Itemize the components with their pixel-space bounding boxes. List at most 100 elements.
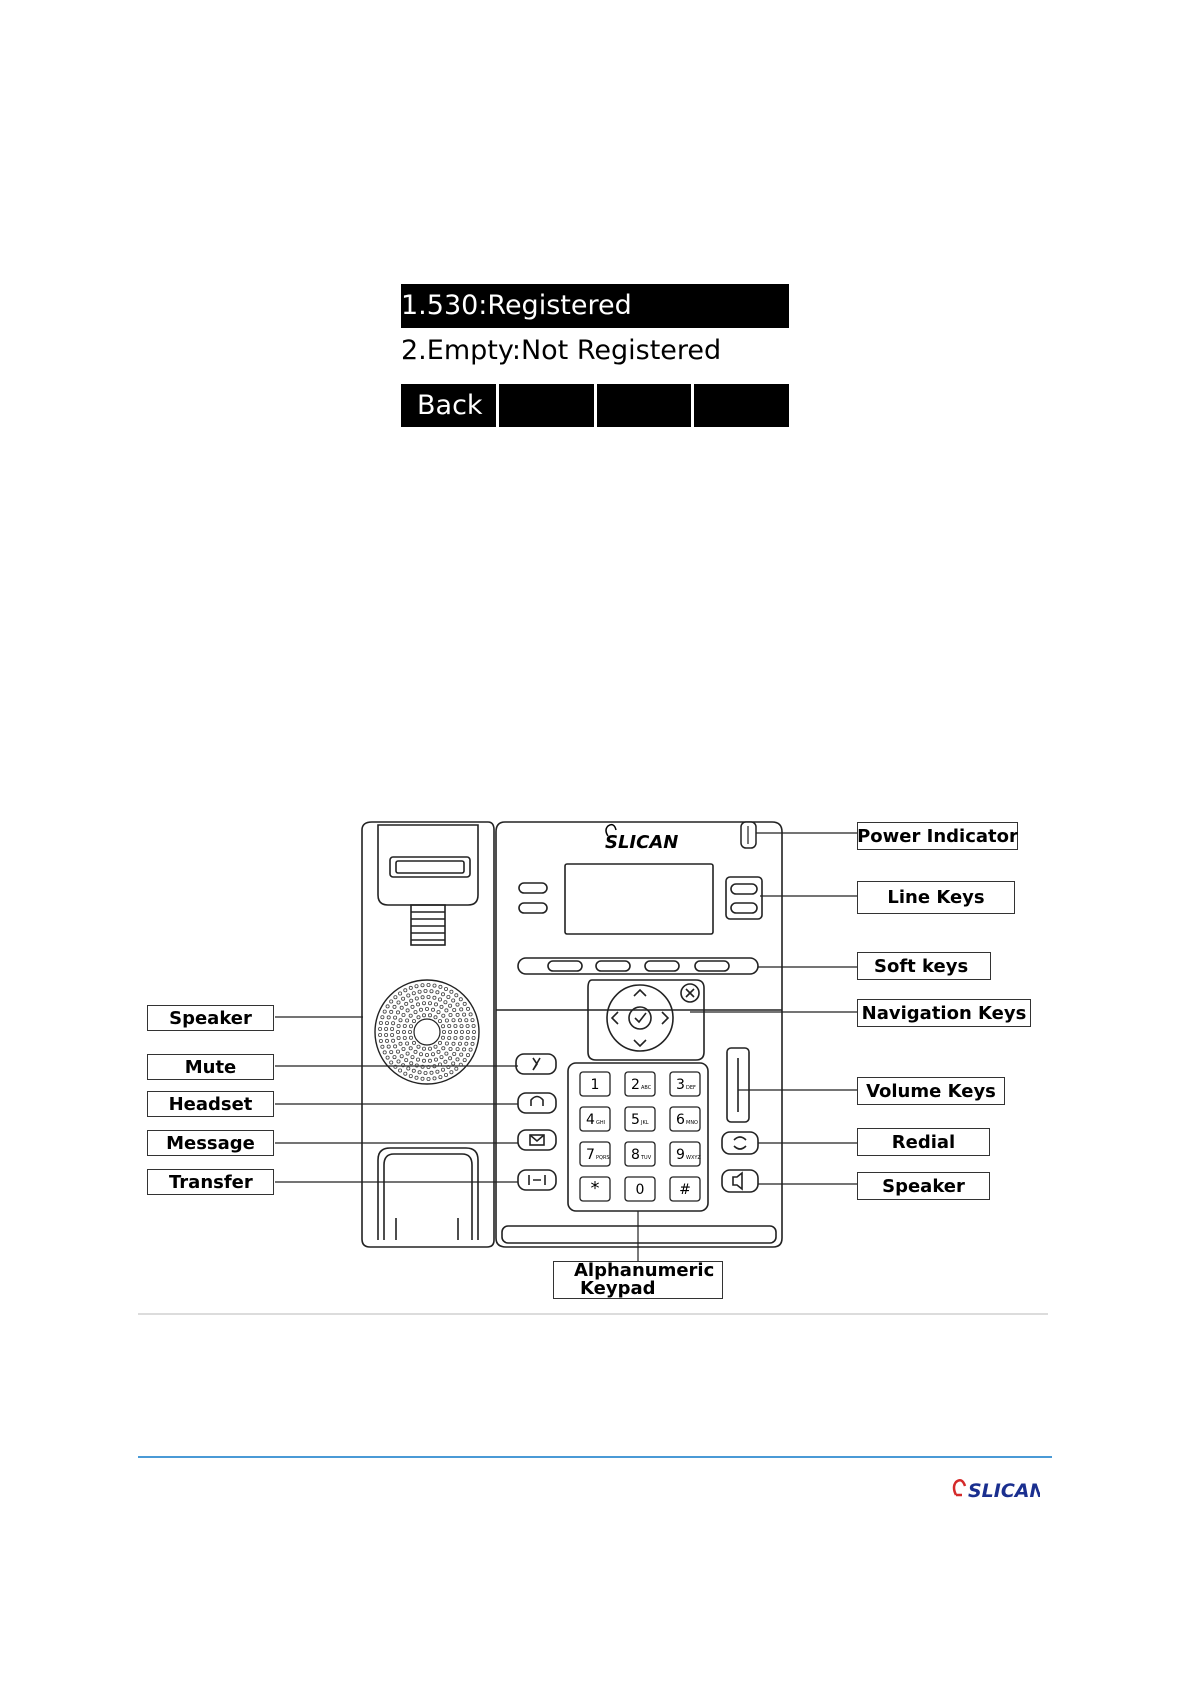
keypad-key-0[interactable]: 0 [625,1177,655,1201]
content-divider [138,1313,1048,1315]
speaker-grille-hole [419,1053,422,1056]
phone-lcd [565,864,713,934]
speaker-grille-hole [445,1042,448,1045]
speaker-grille-hole [416,1003,419,1006]
speaker-grille-hole [434,1003,437,1006]
speaker-grille-hole [412,1069,415,1072]
speaker-grille-hole [402,997,405,1000]
callout-alphanumeric-keypad: Alphanumeric Keypad [553,1261,723,1299]
speaker-grille-hole [396,1030,399,1033]
speaker-grille-hole [441,1036,444,1039]
speaker-grille-hole [397,1001,400,1004]
speaker-grille-hole [430,990,433,993]
speaker-grille-hole [425,1053,428,1056]
speaker-grille-hole [406,1042,409,1045]
speaker-grille-hole [456,1013,459,1016]
speaker-grille-hole [400,1055,403,1058]
keypad-letters: GHI [596,1120,605,1126]
speaker-grille-hole [456,1058,459,1061]
speaker-grille-hole [472,1024,475,1027]
speaker-grille-hole [414,1011,417,1014]
speaker-grille-hole [394,1016,397,1019]
speaker-grille-hole [407,1067,410,1070]
speaker-grille-hole [409,1047,412,1050]
keypad-digit: 8 [631,1147,640,1163]
speaker-grille-hole [386,1005,389,1008]
speaker-grille-hole [410,1062,413,1065]
speaker-grille-hole [441,1025,444,1028]
keypad-digit: 6 [676,1112,685,1128]
speaker-grille-hole [427,1077,430,1080]
speaker-grille-hole [442,1047,445,1050]
speaker-grille-hole [428,1002,431,1005]
speaker-grille-hole [460,1036,463,1039]
speaker-grille-hole [386,1056,389,1059]
speaker-grille-hole [434,1058,437,1061]
speaker-grille-hole [449,1057,452,1060]
speaker-grille-hole [411,1005,414,1008]
speaker-grille-hole [434,1016,437,1019]
speaker-grille-hole [444,1073,447,1076]
callout-navigation-keys: Navigation Keys [857,999,1031,1027]
speaker-grille-hole [441,993,444,996]
footer-brand-logo: SLICAN [950,1477,1040,1503]
speaker-grille-hole [403,1024,406,1027]
speaker-grille-hole [379,1039,382,1042]
speaker-grille-hole [383,1010,386,1013]
speaker-grille-hole [422,1059,425,1062]
speaker-grille-hole [399,1069,402,1072]
speaker-grille-hole [466,1024,469,1027]
speaker-grille-hole [392,1022,395,1025]
speaker-grille-hole [439,1076,442,1079]
speaker-grille-hole [444,987,447,990]
speaker-grille-hole [453,1008,456,1011]
speaker-grille-hole [459,998,462,1001]
keypad-digit: 1 [591,1077,600,1093]
keypad-letters: PQRS [596,1155,610,1161]
keypad-key-star[interactable]: * [580,1177,610,1201]
speaker-grille-hole [385,1039,388,1042]
speaker-grille-hole [399,1019,402,1022]
speaker-grille-hole [438,998,441,1001]
speaker-grille-hole [417,1016,420,1019]
speaker-grille-hole [433,1077,436,1080]
speaker-grille-hole [396,1011,399,1014]
keypad-key-hash[interactable]: # [670,1177,700,1201]
speaker-grille-hole [433,996,436,999]
keypad-key-1[interactable]: 1 [580,1072,610,1096]
speaker-grille-hole [385,1022,388,1025]
speaker-grille-hole [402,1013,405,1016]
speaker-grille-hole [391,1027,394,1030]
speaker-grille-hole [409,1025,412,1028]
callout-transfer: Transfer [147,1169,274,1195]
speaker-grille-hole [448,1030,451,1033]
speaker-grille-hole [438,1020,441,1023]
phone-brand-text: SLICAN [605,832,678,853]
speaker-grille-hole [406,1052,409,1055]
callout-keypad-line2: Keypad [574,1280,656,1298]
speaker-grille-hole [381,1016,384,1019]
speaker-grille-hole [431,1008,434,1011]
callout-volume-keys: Volume Keys [857,1077,1005,1105]
speaker-grille-hole [469,1013,472,1016]
speaker-grille-hole [441,1068,444,1071]
footer-rule [138,1456,1052,1458]
speaker-grille-hole [405,1002,408,1005]
speaker-grille-hole [458,1019,461,1022]
keypad-letters: MNO [686,1120,698,1126]
speaker-grille-hole [463,1059,466,1062]
speaker-grille-hole [454,1036,457,1039]
speaker-grille-hole [404,1072,407,1075]
speaker-grille-hole [471,1042,474,1045]
speaker-grille-hole [460,1053,463,1056]
speaker-grille-hole [466,1036,469,1039]
